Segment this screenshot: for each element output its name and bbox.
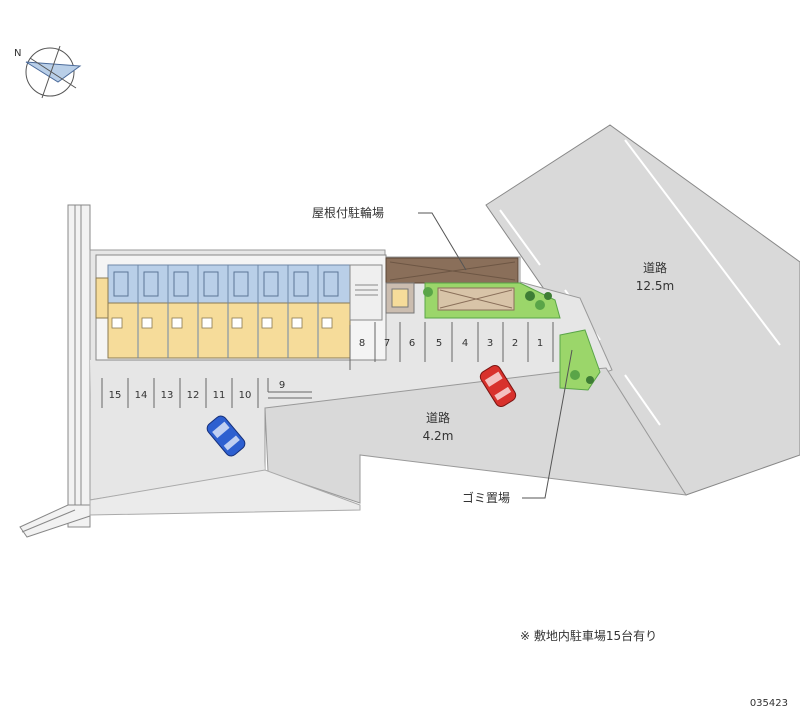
stall-number: 7	[384, 338, 390, 349]
stall-number: 3	[487, 338, 493, 349]
property-code: 035423	[750, 698, 788, 709]
parking-numbers-top: 8 7 6 5 4 3 2 1	[359, 338, 543, 349]
green-area	[423, 282, 601, 391]
stall-number: 10	[239, 390, 252, 401]
stall-number: 2	[512, 338, 518, 349]
side-road-width: 4.2m	[423, 429, 454, 443]
stall-number: 1	[537, 338, 543, 349]
stall-number: 13	[161, 390, 174, 401]
parking-stalls-top	[349, 322, 554, 370]
side-road	[89, 367, 687, 516]
main-road-label: 道路	[643, 260, 667, 275]
stall-number: 5	[436, 338, 442, 349]
svg-text:N: N	[14, 48, 21, 59]
apartment-building	[95, 254, 387, 361]
main-road-width: 12.5m	[636, 279, 674, 293]
parking-note: ※ 敷地内駐車場15台有り	[520, 628, 657, 643]
parking-stalls-left	[101, 378, 312, 408]
leader-lines	[418, 212, 573, 499]
stall-number: 6	[409, 338, 415, 349]
garbage-label: ゴミ置場	[462, 490, 510, 505]
car-icon	[206, 415, 246, 457]
parking-numbers-left: 15 14 13 12 11 10 9	[109, 380, 286, 401]
stall-number: 4	[462, 338, 468, 349]
stall-number: 14	[135, 390, 148, 401]
side-road-label: 道路	[426, 410, 450, 425]
stall-number: 8	[359, 338, 365, 349]
left-road	[19, 204, 91, 538]
stall-number: 12	[187, 390, 200, 401]
car-icon	[479, 364, 517, 408]
bicycle-parking-label: 屋根付駐輪場	[312, 205, 384, 220]
compass-icon: N	[14, 45, 82, 99]
stall-number: 9	[279, 380, 285, 391]
stall-number: 15	[109, 390, 122, 401]
bicycle-parking	[385, 257, 519, 314]
stall-number: 11	[213, 390, 226, 401]
